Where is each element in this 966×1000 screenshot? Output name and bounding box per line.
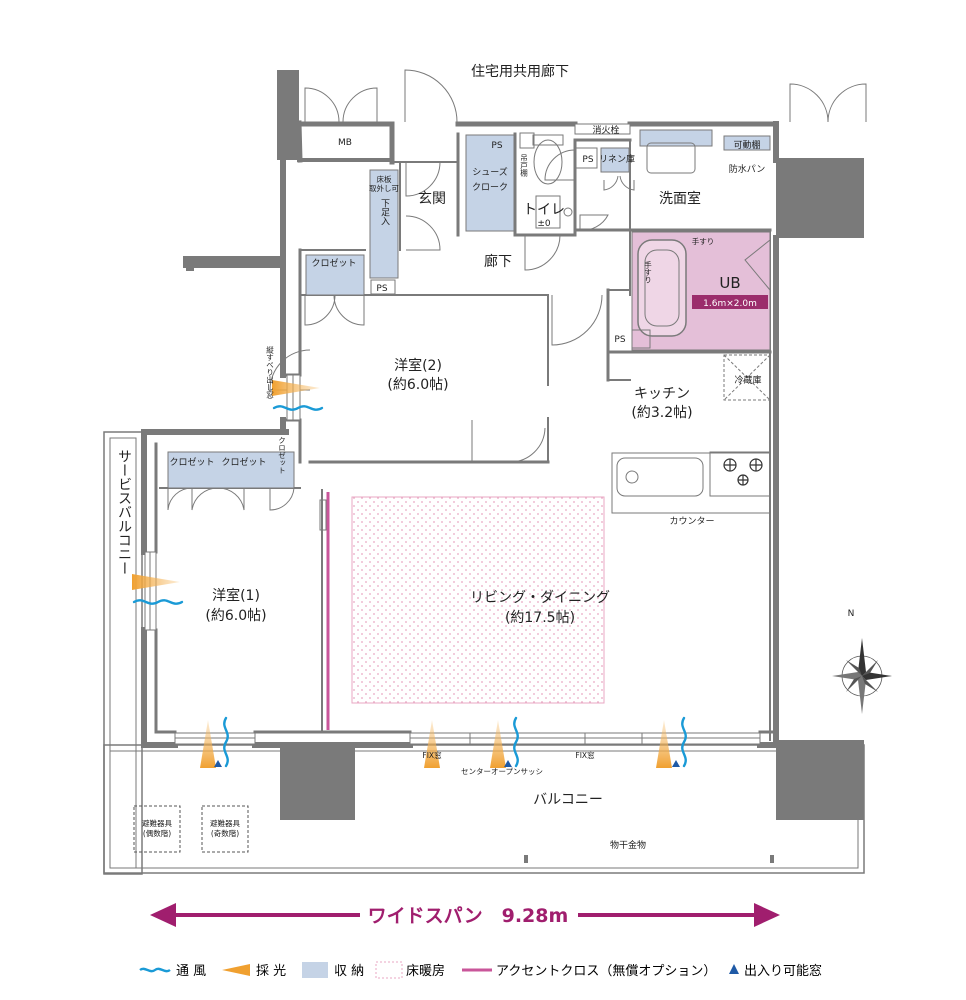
toilet-label: トイレ [523,202,565,218]
legend-storage: 収 納 [302,962,364,979]
kitchen-size: (約3.2帖) [631,405,692,421]
balcony-railing [103,431,865,875]
access-window-mark [504,760,512,767]
unit-bath-size: 1.6m×2.0m [703,299,757,309]
light-mark [490,720,506,768]
light-mark [272,380,320,396]
floor-heating-area [351,496,605,704]
drying-rack-marks [524,855,774,863]
wide-span-label: ワイドスパン 9.28m [368,905,569,927]
ps-label: PS [376,284,387,294]
svg-text:出入り可能窓: 出入り可能窓 [744,963,822,979]
legend-floor-heating: 床暖房 [375,961,445,979]
svg-text:アクセントクロス（無償オプション）: アクセントクロス（無償オプション） [496,964,716,979]
legend-accent-cross: アクセントクロス（無償オプション） [462,964,716,979]
living-name: リビング・ダイニング [470,590,610,606]
unit-bath-label: UB [719,274,740,292]
evacuation-hatches [133,805,249,853]
light-mark [656,720,672,768]
evac-odd-label: 避難器具 [210,818,240,828]
washroom-label: 洗面室 [659,190,701,207]
legend-wind: 通 風 [139,964,206,979]
light-mark [132,574,180,590]
shoe-closet-label: シューズ [472,166,508,178]
access-window-marks [214,760,680,767]
kitchen-name: キッチン [634,386,690,402]
wind-mark [132,599,184,605]
hanging-shelf-label: 吊戸棚 [519,153,528,177]
handrail-label: 手すり [643,259,652,283]
stove-icon [723,458,763,486]
unit-bath [631,231,771,351]
floor-removable-label: 取外し可 [369,183,399,193]
center-sash-label: センターオープンサッシ [461,767,543,776]
light-marks [132,380,672,768]
entrance-label: 玄関 [418,190,446,207]
vertical-window-label: 縦すべり出し窓 [265,344,274,398]
storage-areas [167,129,771,489]
wind-mark [681,716,687,768]
hallway-label: 廊下 [484,253,512,270]
svg-text:床暖房: 床暖房 [406,963,445,979]
balcony-label: バルコニー [533,792,603,808]
light-mark [200,720,216,768]
fridge-label: 冷蔵庫 [734,374,761,386]
fix-window-label: FIX窓 [575,750,595,760]
room2-size: (約6.0帖) [387,377,448,393]
svg-text:収 納: 収 納 [334,964,364,979]
linen-label: リネン庫 [599,153,635,165]
structure-columns [183,70,864,820]
shoe-closet-label: クローク [472,182,508,193]
closet-label: クロゼット [277,436,286,474]
fixtures [370,132,771,514]
access-window-mark [214,760,222,767]
svg-text:採 光: 採 光 [256,964,286,979]
movable-shelf-label: 可動棚 [733,139,760,151]
waterproof-pan-label: 防水パン [729,163,765,175]
legend-access-window: 出入り可能窓 [729,963,822,979]
floor-removable-label: 床板 [377,174,392,184]
evac-even-label: (偶数階) [143,828,171,838]
legend: 通 風 採 光 収 納 床暖房 アクセントクロス（無償オプション） 出入り可能窓 [139,961,822,979]
service-balcony-label: サービスバルコニー [116,449,132,575]
doors [167,69,867,531]
common-corridor-label: 住宅用共用廊下 [471,63,569,80]
drying-rack-label: 物干金物 [610,839,646,851]
ps-label: PS [582,155,593,165]
evac-even-label: 避難器具 [142,818,172,828]
north-label: N [848,609,855,619]
wind-marks [132,405,687,768]
svg-text:通 風: 通 風 [176,964,206,979]
mb-label: MB [338,138,352,148]
toilet-level-label: ±0 [537,219,551,229]
labels: 住宅用共用廊下 MB PS PS PS PS 消火栓 シューズ クローク 吊戸棚… [116,63,854,851]
evac-odd-label: (奇数階) [211,828,239,838]
wide-span-arrow: ワイドスパン 9.28m [150,903,780,927]
wind-mark [223,716,229,768]
closet-label: クロゼット [169,456,214,468]
room1-name: 洋室(1) [212,587,260,604]
closet-label: クロゼット [311,257,356,269]
fix-window-label: FIX窓 [422,750,442,760]
wind-mark [513,716,519,768]
hydrant-label: 消火栓 [592,124,619,136]
room1-size: (約6.0帖) [205,608,266,624]
handrail-label: 手すり [692,236,715,246]
living-size: (約17.5帖) [505,610,575,626]
access-window-mark [672,760,680,767]
room2-name: 洋室(2) [394,357,442,374]
ps-label: PS [491,141,502,151]
compass-icon [832,638,892,714]
counter-label: カウンター [669,516,714,527]
light-mark [424,720,440,768]
closet-label: クロゼット [221,456,266,468]
ps-label: PS [614,335,625,345]
wind-mark [272,405,324,411]
legend-light: 採 光 [222,964,286,979]
shoe-rack-label: 下足入 [379,199,390,226]
